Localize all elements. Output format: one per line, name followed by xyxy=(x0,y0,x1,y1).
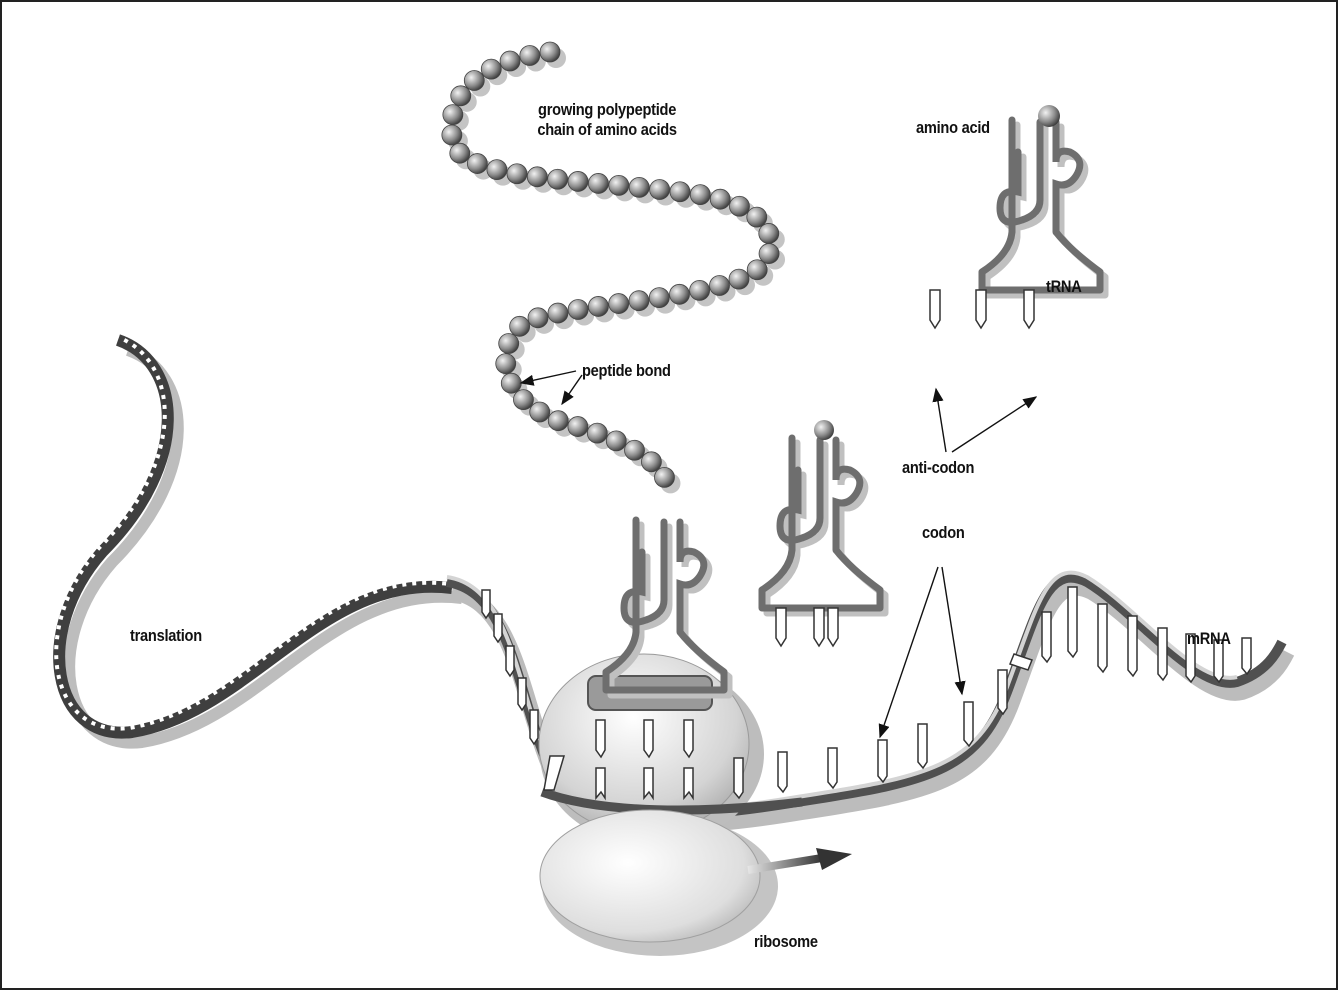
label-trna: tRNA xyxy=(1046,277,1082,297)
amino-acid-bead xyxy=(450,143,470,163)
amino-acid-bead xyxy=(669,284,689,304)
ribosome-small-subunit xyxy=(540,810,760,942)
amino-acid-bead xyxy=(540,42,560,62)
amino-acid-bead xyxy=(606,431,626,451)
label-ribosome: ribosome xyxy=(754,932,818,952)
amino-acid-bead xyxy=(481,59,501,79)
amino-acid-bead xyxy=(759,223,779,243)
amino-acid-bead xyxy=(548,169,568,189)
label-mrna: mRNA xyxy=(1187,629,1231,649)
amino-acid-bead xyxy=(729,269,749,289)
label-polypeptide: growing polypeptide chain of amino acids xyxy=(537,100,676,140)
label-codon: codon xyxy=(922,523,965,543)
label-amino-acid: amino acid xyxy=(916,118,990,138)
label-translation: translation xyxy=(130,626,202,646)
amino-acid-bead xyxy=(487,160,507,180)
amino-acid-bead xyxy=(520,45,540,65)
amino-acid-bead xyxy=(649,288,669,308)
amino-acid-bead xyxy=(670,182,690,202)
label-anti-codon: anti-codon xyxy=(902,458,974,478)
amino-acid-bead xyxy=(710,189,730,209)
amino-acid-bead xyxy=(729,196,749,216)
amino-acid-bead xyxy=(588,296,608,316)
amino-acid-bead xyxy=(747,207,767,227)
amino-acid-bead xyxy=(759,244,779,264)
amino-acid-bead xyxy=(510,316,530,336)
amino-acid-bead xyxy=(568,299,588,319)
amino-acid-bead xyxy=(496,354,516,374)
amino-acid-bead xyxy=(500,51,520,71)
amino-acid-bead xyxy=(609,294,629,314)
amino-acid-bead xyxy=(548,411,568,431)
amino-acid-bead xyxy=(442,125,462,145)
amino-acid-bead xyxy=(1038,105,1060,127)
label-polypeptide-line1: growing polypeptide xyxy=(537,100,676,120)
amino-acid-bead xyxy=(464,71,484,91)
amino-acid-bead xyxy=(527,167,547,187)
amino-acid-bead xyxy=(451,86,471,106)
amino-acid-bead xyxy=(499,333,519,353)
amino-acid-bead xyxy=(690,185,710,205)
amino-acid-bead xyxy=(629,291,649,311)
amino-acid-bead xyxy=(501,373,521,393)
amino-acid-bead xyxy=(690,280,710,300)
amino-acid-bead xyxy=(568,171,588,191)
trna-incoming xyxy=(762,438,885,646)
amino-acid-bead xyxy=(629,177,649,197)
strand-shadow xyxy=(69,350,462,743)
amino-acid-bead xyxy=(609,175,629,195)
label-polypeptide-line2: chain of amino acids xyxy=(537,120,676,140)
amino-acid-bead xyxy=(587,423,607,443)
amino-acid-bead xyxy=(747,260,767,280)
amino-acid-bead xyxy=(650,180,670,200)
amino-acid-bead xyxy=(625,440,645,460)
amino-acid-bead xyxy=(548,303,568,323)
translation-strand xyxy=(59,340,452,733)
amino-acid-bead xyxy=(568,417,588,437)
label-peptide-bond: peptide bond xyxy=(582,361,671,381)
amino-acid-bead xyxy=(654,467,674,487)
amino-acid-bead xyxy=(641,452,661,472)
amino-acid-bead xyxy=(513,390,533,410)
amino-acid-bead-incoming xyxy=(814,420,834,440)
amino-acid-bead xyxy=(710,275,730,295)
amino-acid-bead xyxy=(588,173,608,193)
amino-acid-bead xyxy=(507,164,527,184)
amino-acid-bead xyxy=(528,308,548,328)
amino-acid-bead xyxy=(467,154,487,174)
amino-acid-bead xyxy=(443,105,463,125)
amino-acid-bead xyxy=(530,402,550,422)
